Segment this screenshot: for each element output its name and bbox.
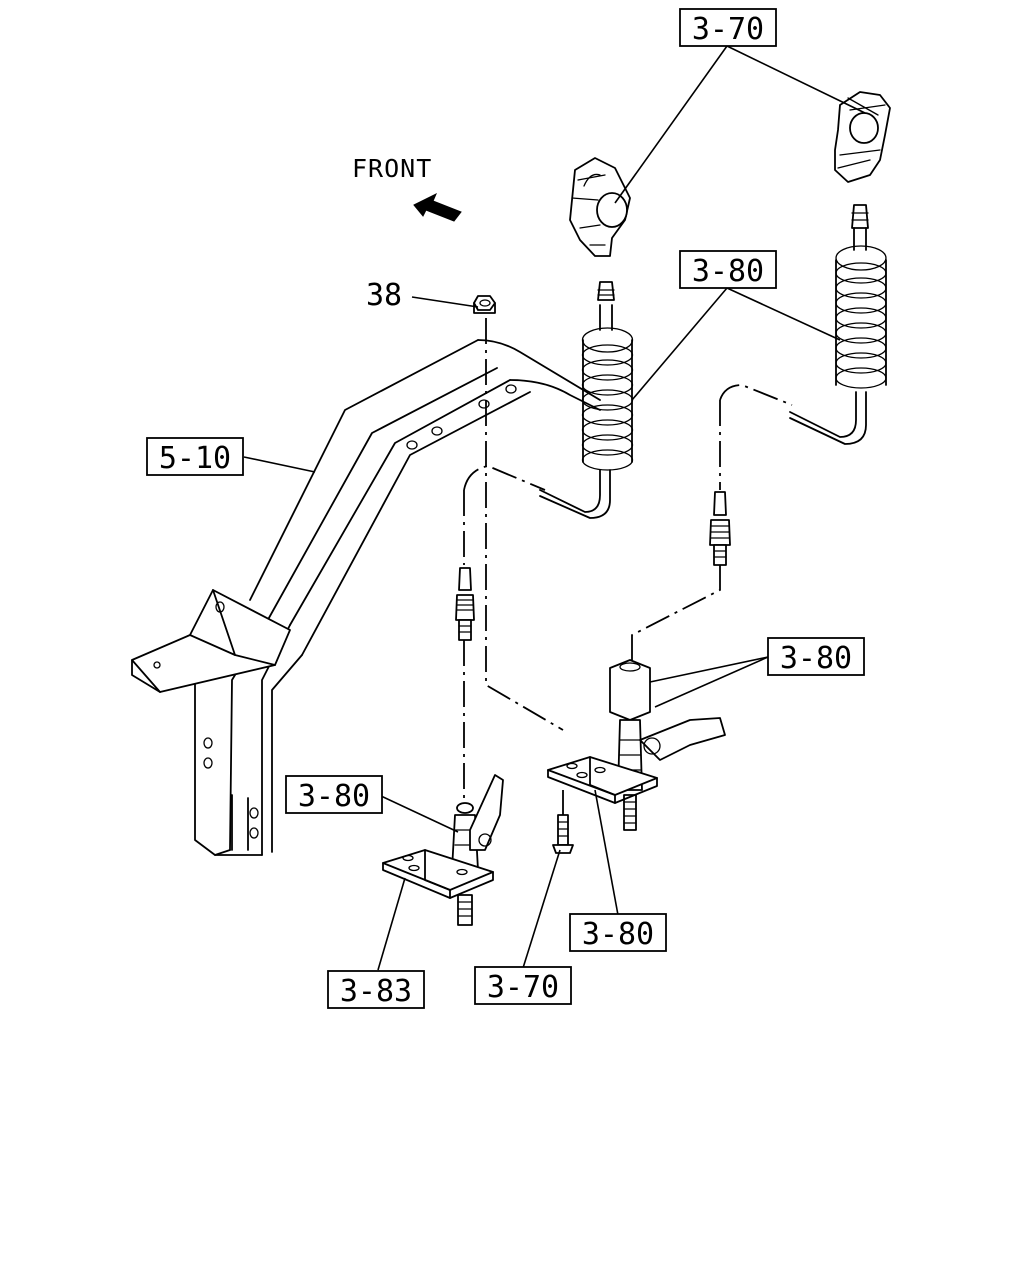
callout-3-80-coil: 3-80: [679, 250, 777, 289]
callout-38-nut: 38: [366, 278, 402, 313]
bracket-left: [382, 849, 494, 899]
valve-right: [609, 659, 726, 831]
bracket-right: [547, 756, 658, 804]
callout-3-80-bracket: 3-80: [569, 913, 667, 952]
callout-5-10-frame: 5-10: [146, 437, 244, 476]
front-arrow-icon: [413, 192, 462, 222]
bolt: [552, 814, 574, 854]
callout-label: 38: [366, 278, 402, 313]
callout-3-83-bracket: 3-83: [327, 970, 425, 1009]
callout-3-70-bolt: 3-70: [474, 966, 572, 1005]
callout-label: 3-80: [780, 641, 852, 676]
fitting-right: [709, 491, 731, 566]
coil-hose-right: [789, 204, 887, 445]
callout-label: 5-10: [159, 441, 231, 476]
flange-nut: [473, 295, 496, 314]
valve-left: [451, 774, 504, 926]
front-indicator: FRONT: [352, 154, 462, 222]
callout-3-80-left-valve: 3-80: [285, 775, 383, 814]
callout-label: 3-70: [487, 970, 559, 1005]
callout-label: 3-80: [298, 779, 370, 814]
coil-hose-left: [539, 281, 634, 519]
gladhand-left: [569, 157, 631, 257]
gladhand-right: [834, 91, 891, 183]
callout-label: 3-83: [340, 974, 412, 1009]
fitting-left: [455, 567, 475, 641]
callout-label: 3-80: [692, 254, 764, 289]
callout-label: 3-80: [582, 917, 654, 952]
callout-label: 3-70: [692, 12, 764, 47]
front-label: FRONT: [352, 154, 432, 183]
leader-lines: [243, 45, 866, 971]
callout-3-70-top: 3-70: [679, 8, 777, 47]
assembly-lines: [463, 318, 793, 815]
callout-3-80-right-valve: 3-80: [767, 637, 865, 676]
frame-member: [131, 339, 601, 856]
